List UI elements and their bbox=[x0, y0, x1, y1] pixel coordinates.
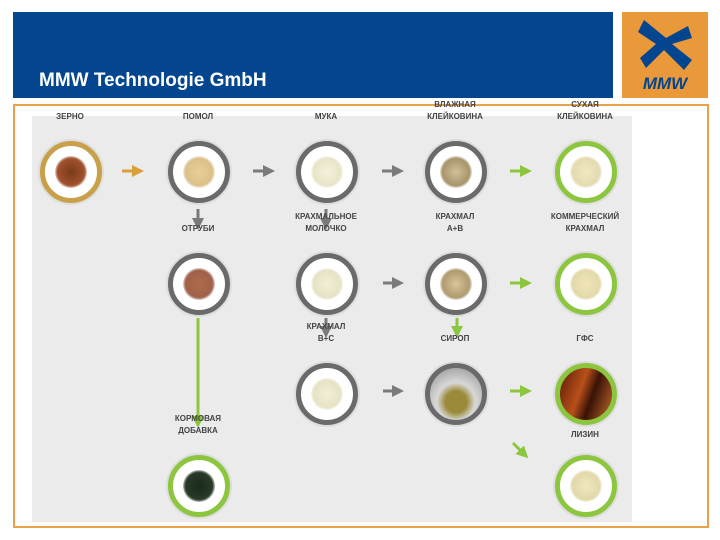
node-label: ЗЕРНО bbox=[56, 112, 84, 121]
lizin-image bbox=[555, 455, 617, 517]
node-label: КРАХМАЛ В+С bbox=[306, 322, 346, 343]
kommercheskiy-image bbox=[555, 253, 617, 315]
node-label: КОММЕРЧЕСКИЙ КРАХМАЛ bbox=[550, 212, 620, 233]
mmw-logo: MMW bbox=[622, 12, 708, 98]
node-label: СИРОП bbox=[440, 334, 470, 343]
molochko-image bbox=[296, 253, 358, 315]
node-label: ОТРУБИ bbox=[181, 224, 215, 233]
sirop-image bbox=[425, 363, 487, 425]
node-label: МУКА bbox=[314, 112, 338, 121]
node-label: КРАХМАЛ А+В bbox=[435, 212, 475, 233]
krakhmal-bc-image bbox=[296, 363, 358, 425]
process-diagram: ЗЕРНО ПОМОЛ МУКА ВЛАЖНАЯ КЛЕЙКОВИНА СУХА… bbox=[32, 100, 632, 522]
company-title: MMW Technologie GmbH bbox=[39, 70, 267, 91]
logo-text: MMW bbox=[642, 74, 688, 93]
arrow-sirop-lizin bbox=[511, 441, 529, 459]
flow-arrows bbox=[122, 165, 532, 459]
node-label: ВЛАЖНАЯ КЛЕЙКОВИНА bbox=[427, 100, 483, 121]
node-label: СУХАЯ КЛЕЙКОВИНА bbox=[557, 100, 613, 121]
zerno-image bbox=[40, 141, 102, 203]
gfs-image bbox=[555, 363, 617, 425]
node-label: ЛИЗИН bbox=[571, 430, 599, 439]
node-label: КРАХМАЛЬНОЕ МОЛОЧКО bbox=[295, 212, 357, 233]
node-label: ГФС bbox=[576, 334, 594, 343]
kormovaya-image bbox=[168, 455, 230, 517]
krakhmal-ab-image bbox=[425, 253, 487, 315]
otrubi-image bbox=[168, 253, 230, 315]
muka-image bbox=[296, 141, 358, 203]
node-label: ПОМОЛ bbox=[182, 112, 214, 121]
sukhaya-image bbox=[555, 141, 617, 203]
node-label: КОРМОВАЯ ДОБАВКА bbox=[174, 414, 222, 435]
vlazhnaya-image bbox=[425, 141, 487, 203]
logo-mark-icon bbox=[638, 20, 692, 70]
header-banner: MMW Technologie GmbH bbox=[13, 12, 613, 98]
pomol-image bbox=[168, 141, 230, 203]
content-frame bbox=[13, 104, 709, 528]
